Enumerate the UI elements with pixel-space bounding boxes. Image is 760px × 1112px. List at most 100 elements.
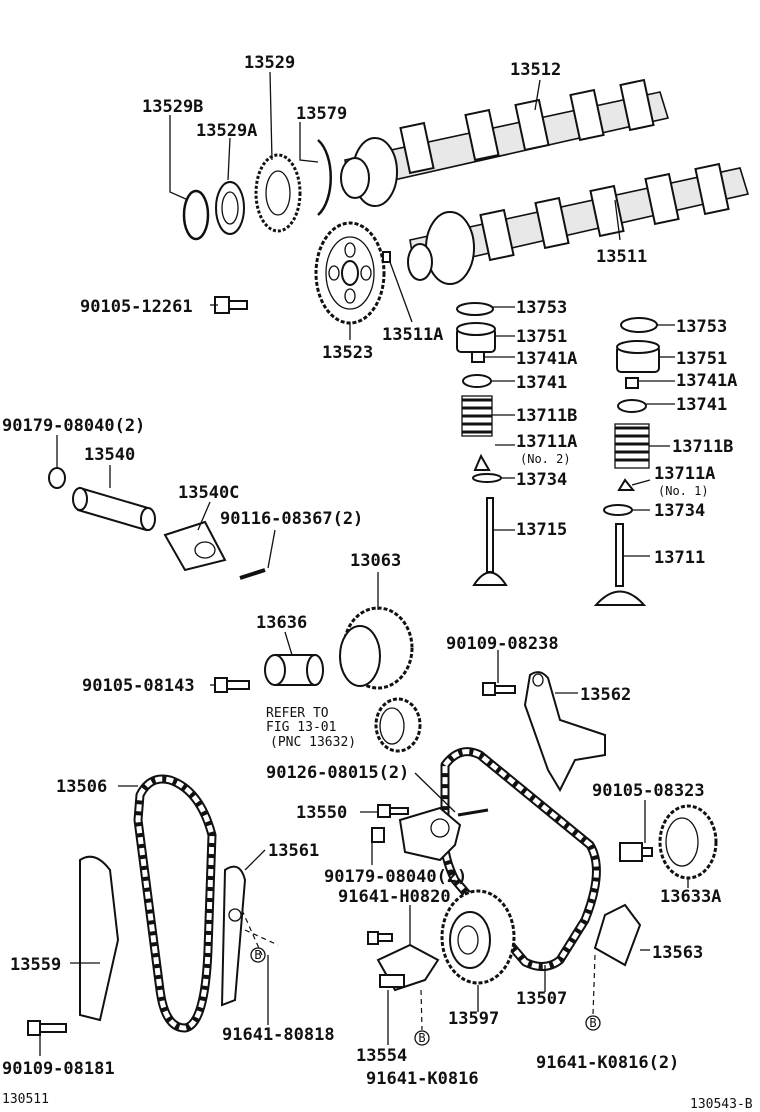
- label-13540: 13540: [84, 445, 135, 465]
- bolt-90109-08181: [27, 1020, 67, 1036]
- label-13751-right: 13751: [676, 349, 727, 369]
- b-marker: B: [250, 947, 266, 963]
- chain-guide-13562: [523, 671, 606, 793]
- crank-sprocket-13597: [440, 889, 516, 985]
- label-13711: 13711: [654, 548, 705, 568]
- svg-text:B: B: [589, 1016, 596, 1030]
- label-13711B-right: 13711B: [672, 437, 733, 457]
- label-90109-08238: 90109-08238: [446, 634, 559, 654]
- label-91641-K0816-2: 91641-K0816(2): [536, 1053, 679, 1073]
- label-13753-right: 13753: [676, 317, 727, 337]
- camshaft-13512: [340, 78, 670, 207]
- label-refer-fig: FIG 13-01: [266, 720, 336, 735]
- label-130543B: 130543-B: [690, 1097, 753, 1112]
- bolt-90105-08143: [214, 677, 250, 693]
- pin-13511A: [382, 251, 391, 263]
- label-90105-12261: 90105-12261: [80, 297, 193, 317]
- label-13512: 13512: [510, 60, 561, 80]
- stud-90116-08367: [239, 568, 266, 580]
- nut-90179-08040-mid: [371, 827, 385, 843]
- pulley-13633A: [658, 804, 718, 880]
- label-13711A-left: 13711A: [516, 432, 577, 452]
- label-refer-pnc: (PNC 13632): [270, 735, 356, 750]
- label-13529A: 13529A: [196, 121, 257, 141]
- gear-13063: [339, 606, 414, 690]
- label-13715: 13715: [516, 520, 567, 540]
- bolt-13550: [377, 804, 409, 818]
- label-130511: 130511: [2, 1092, 49, 1107]
- label-13711B-left: 13711B: [516, 406, 577, 426]
- label-13561: 13561: [268, 841, 319, 861]
- gear-13529: [254, 153, 302, 233]
- oil-control-valve-13540: [72, 486, 156, 532]
- washer-13529A: [215, 181, 245, 235]
- svg-text:B: B: [254, 948, 261, 962]
- label-13529B: 13529B: [142, 97, 203, 117]
- tensioner-13550: [398, 806, 462, 862]
- spring-13579: [317, 139, 332, 216]
- label-13511: 13511: [596, 247, 647, 267]
- label-13529: 13529: [244, 53, 295, 73]
- gasket-13540C: [163, 520, 227, 572]
- label-no1: (No. 1): [658, 484, 709, 498]
- label-13063: 13063: [350, 551, 401, 571]
- label-13633A: 13633A: [660, 887, 721, 907]
- chain-guide-13563: [593, 903, 642, 967]
- bolt-90109-08238: [482, 682, 516, 696]
- label-13563: 13563: [652, 943, 703, 963]
- label-13741-left: 13741: [516, 373, 567, 393]
- label-13550: 13550: [296, 803, 347, 823]
- label-13741A-left: 13741A: [516, 349, 577, 369]
- snap-ring-13529B: [182, 189, 210, 241]
- label-90105-08323: 90105-08323: [592, 781, 705, 801]
- label-90116-08367: 90116-08367(2): [220, 509, 363, 529]
- chain-vibration-damper-13559: [79, 855, 120, 1022]
- label-13511A: 13511A: [382, 325, 443, 345]
- label-90109-08181: 90109-08181: [2, 1059, 115, 1079]
- label-13741A-right: 13741A: [676, 371, 737, 391]
- label-13597: 13597: [448, 1009, 499, 1029]
- label-13540C: 13540C: [178, 483, 239, 503]
- b-marker: B: [414, 1030, 430, 1046]
- label-90179-08040-mid: 90179-08040(2): [324, 867, 467, 887]
- label-91641-80818: 91641-80818: [222, 1025, 335, 1045]
- nut-90179-08040: [48, 467, 66, 489]
- label-90126-08015: 90126-08015(2): [266, 763, 409, 783]
- bolt-91641-H0820: [367, 931, 393, 945]
- label-13554: 13554: [356, 1046, 407, 1066]
- label-13559: 13559: [10, 955, 61, 975]
- label-refer-to: REFER TO: [266, 706, 329, 721]
- label-13636: 13636: [256, 613, 307, 633]
- label-13523: 13523: [322, 343, 373, 363]
- label-13711A-right: 13711A: [654, 464, 715, 484]
- label-13506: 13506: [56, 777, 107, 797]
- label-13734-right: 13734: [654, 501, 705, 521]
- label-13753-left: 13753: [516, 298, 567, 318]
- label-no2: (No. 2): [520, 452, 571, 466]
- svg-text:B: B: [418, 1031, 425, 1045]
- label-91641-H0820: 91641-H0820: [338, 887, 451, 907]
- valve-train-right: [593, 317, 660, 606]
- b-marker: B: [585, 1015, 601, 1031]
- sleeve-13636: [264, 654, 324, 686]
- label-90179-08040-top: 90179-08040(2): [2, 416, 145, 436]
- label-91641-K0816: 91641-K0816: [366, 1069, 479, 1089]
- tensioner-13554: [376, 943, 440, 992]
- label-13751-left: 13751: [516, 327, 567, 347]
- chain-13507: [439, 747, 601, 971]
- ref-gear-13632: [374, 697, 422, 753]
- valve-train-left: [456, 302, 508, 586]
- label-13562: 13562: [580, 685, 631, 705]
- bolt-90105-12261: [214, 296, 248, 314]
- sprocket-13523: [314, 221, 386, 325]
- bolt-90126-08015: [457, 808, 489, 817]
- chain-13506: [133, 774, 217, 1033]
- label-90105-08143: 90105-08143: [82, 676, 195, 696]
- bolt-90105-08323: [619, 842, 653, 862]
- label-13579: 13579: [296, 104, 347, 124]
- leader-lines: [39, 71, 689, 1056]
- camshaft-13511: [407, 162, 750, 285]
- label-13741-right: 13741: [676, 395, 727, 415]
